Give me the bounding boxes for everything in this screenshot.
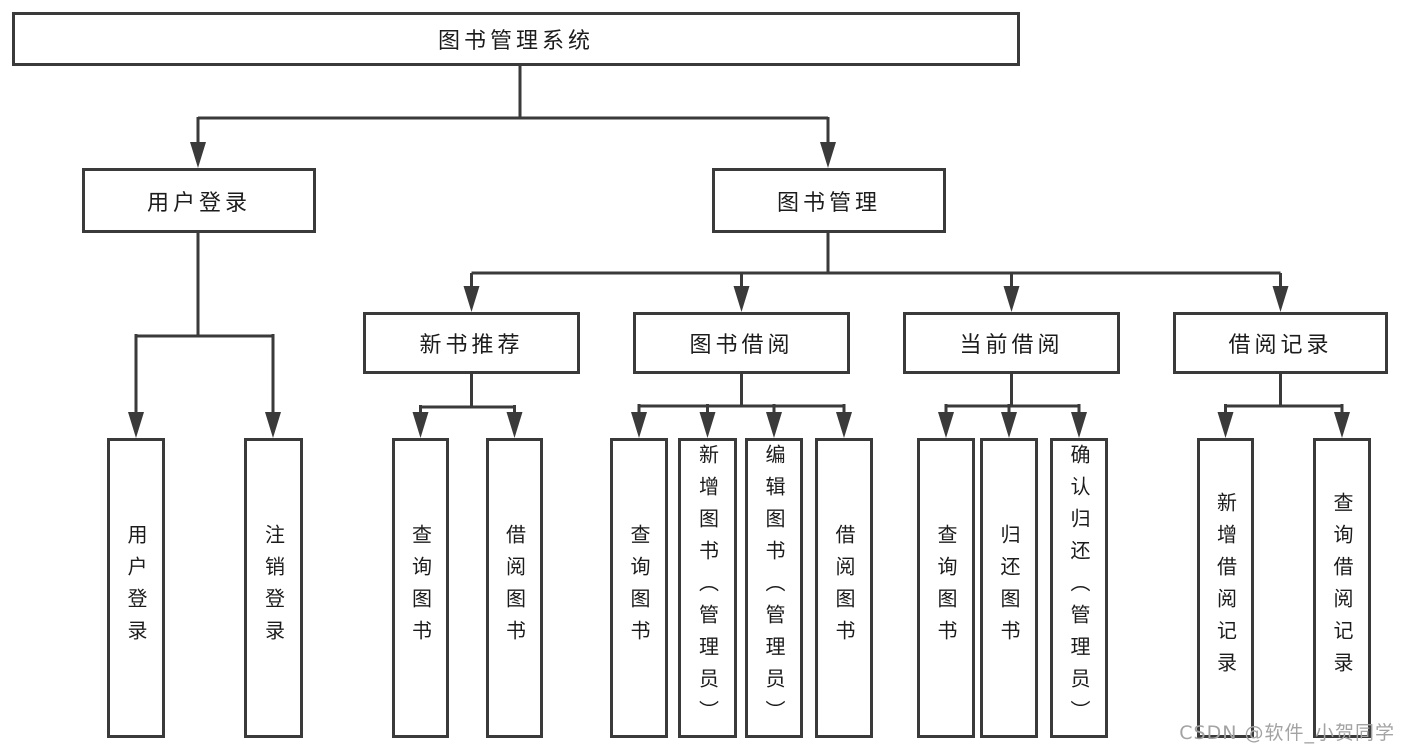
- node-label: 查询图书: [408, 524, 433, 652]
- node-label: 编辑图书（管理员）: [762, 444, 786, 732]
- node-label: 借阅图书: [502, 524, 527, 652]
- node-query-borrow-record: 查询借阅记录: [1313, 438, 1371, 738]
- node-current-borrowing: 当前借阅: [903, 312, 1120, 374]
- node-label: 查询图书: [934, 524, 958, 652]
- node-add-books-admin: 新增图书（管理员）: [678, 438, 737, 738]
- node-label: 借阅图书: [832, 524, 856, 652]
- node-label: 查询借阅记录: [1330, 492, 1354, 684]
- node-new-book-recommend: 新书推荐: [363, 312, 580, 374]
- node-confirm-return-admin: 确认归还（管理员）: [1050, 438, 1108, 738]
- node-borrowing-records: 借阅记录: [1173, 312, 1388, 374]
- node-root-library-system: 图书管理系统: [12, 12, 1020, 66]
- node-return-books: 归还图书: [980, 438, 1038, 738]
- node-book-management-group: 图书管理: [712, 168, 946, 233]
- node-label: 新增借阅记录: [1213, 492, 1238, 684]
- node-label: 用户登录: [124, 524, 148, 652]
- node-borrow-books: 借阅图书: [815, 438, 873, 738]
- node-add-borrow-record: 新增借阅记录: [1197, 438, 1254, 738]
- node-user-login: 用户登录: [107, 438, 165, 738]
- node-query-books: 查询图书: [917, 438, 975, 738]
- node-label: 注销登录: [261, 524, 286, 652]
- node-query-books: 查询图书: [392, 438, 449, 738]
- node-label: 归还图书: [997, 524, 1021, 652]
- node-query-books: 查询图书: [610, 438, 668, 738]
- node-borrow-books: 借阅图书: [486, 438, 543, 738]
- node-label: 确认归还（管理员）: [1067, 444, 1091, 732]
- arrowhead-icons: [128, 142, 1350, 438]
- node-edit-books-admin: 编辑图书（管理员）: [745, 438, 803, 738]
- node-book-borrowing: 图书借阅: [633, 312, 850, 374]
- node-label: 查询图书: [627, 524, 651, 652]
- csdn-watermark: CSDN @软件_小贺同学: [1179, 722, 1395, 744]
- node-user-login-group: 用户登录: [82, 168, 316, 233]
- node-logout: 注销登录: [244, 438, 303, 738]
- node-label: 新增图书（管理员）: [695, 444, 720, 732]
